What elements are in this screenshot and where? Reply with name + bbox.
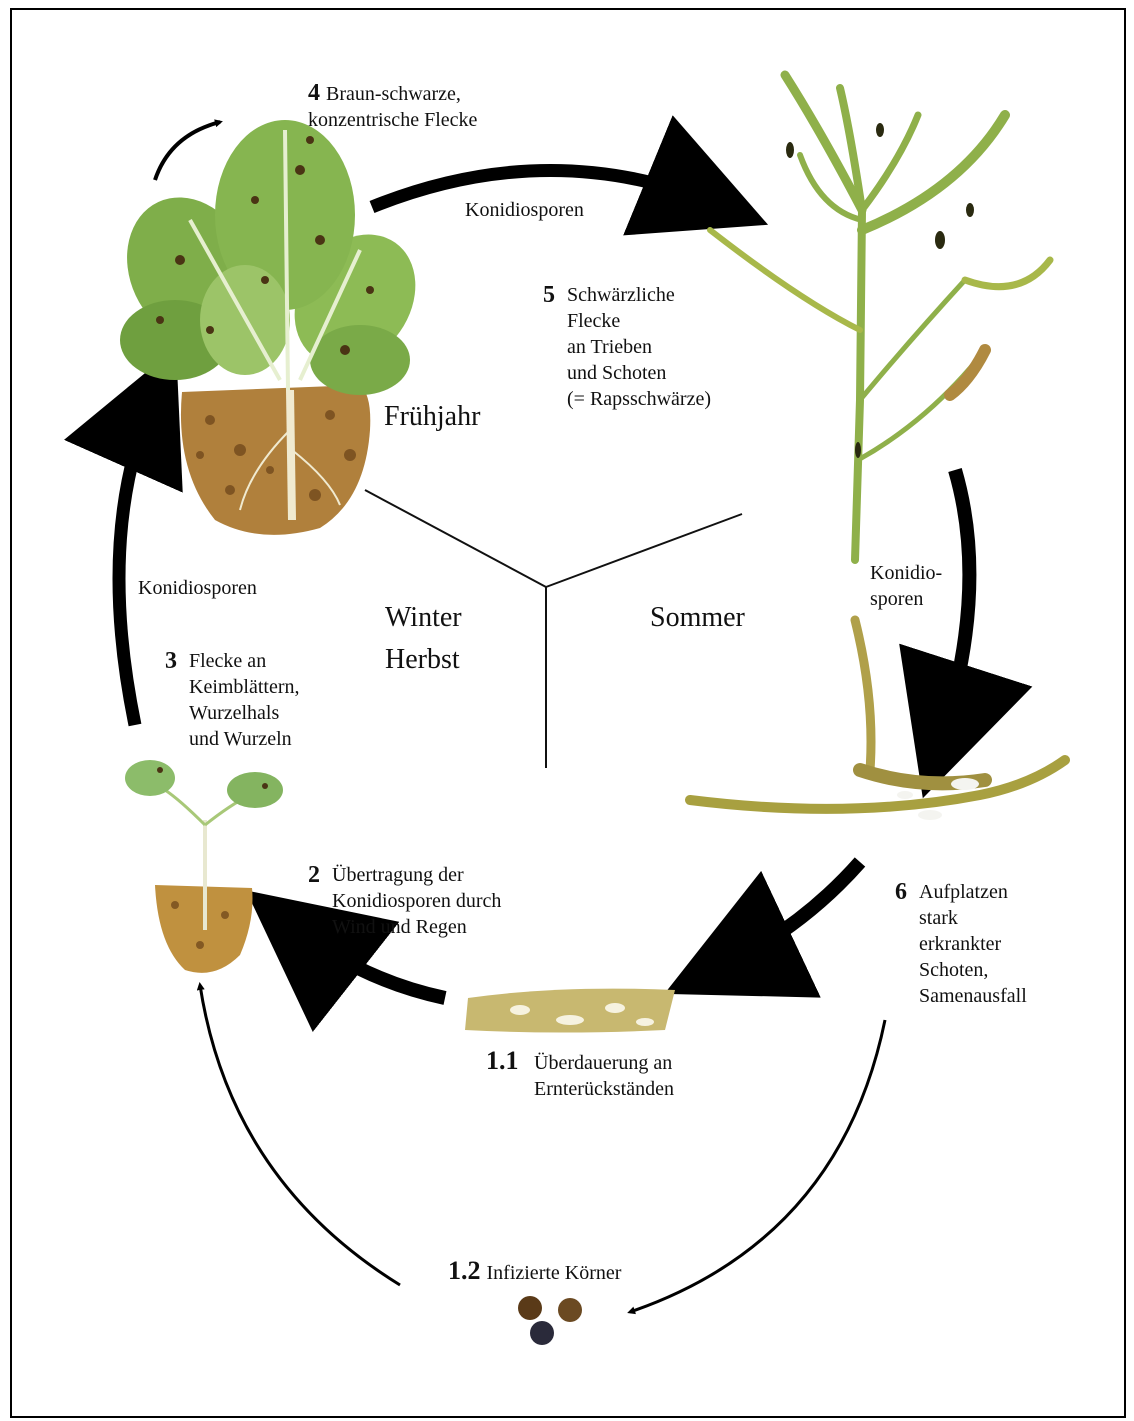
season-summer: Sommer <box>650 597 745 639</box>
arrow-pods-to-debris <box>715 862 860 970</box>
season-spring: Frühjahr <box>384 396 480 438</box>
split-pods-illustration <box>690 620 1065 820</box>
spring-plant-illustration <box>104 120 440 535</box>
arrow-top-small <box>155 122 220 180</box>
label-conidiospores-top: Konidiosporen <box>465 197 584 223</box>
season-autumn: Herbst <box>385 639 460 681</box>
crop-debris-illustration <box>465 989 675 1033</box>
arrow-seeds-to-seedling <box>200 985 400 1285</box>
arrow-seedling-to-spring <box>119 395 155 725</box>
label-conidiospores-left: Konidiosporen <box>138 575 257 601</box>
summer-plant-illustration <box>710 75 1050 560</box>
seedling-illustration <box>125 760 283 973</box>
season-winter: Winter <box>385 597 462 639</box>
arrow-summer-down <box>940 470 969 745</box>
infected-seeds-illustration <box>518 1296 582 1345</box>
label-conidiospores-right: Konidio- sporen <box>870 560 942 612</box>
